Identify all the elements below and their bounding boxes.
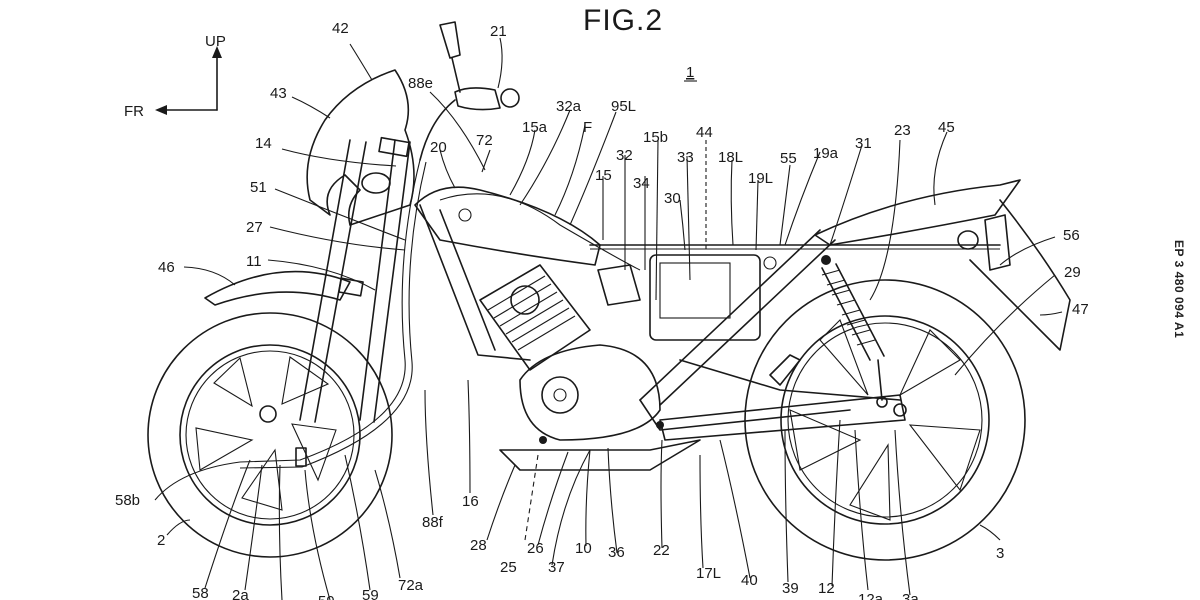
engine [479,264,701,471]
label-59: 59 [362,587,379,600]
label-46: 46 [158,259,175,276]
reference-labels: 42 21 43 88e 14 20 72 15a 32a F 95L 15b … [115,20,1089,600]
label-59-lower: 59 [318,593,335,600]
rear-wheel [744,279,1026,561]
tail-light [957,230,979,250]
label-12a: 12a [858,591,884,600]
label-29: 29 [1064,264,1081,281]
orientation-indicator: UP FR [124,33,226,120]
label-12: 12 [818,580,835,597]
front-rim [179,344,361,526]
front-tire [147,312,393,558]
label-44: 44 [696,124,713,141]
label-40: 40 [741,572,758,589]
cylinder-head [479,264,591,371]
label-33: 33 [677,149,694,166]
front-cowl [306,69,415,226]
label-17L: 17L [696,565,721,582]
carburetor [597,264,641,306]
figure-title: FIG.2 [583,4,663,37]
label-2: 2 [157,532,165,549]
label-15b: 15b [643,129,668,146]
label-3a: 3a [902,591,919,600]
swing-arm [659,394,906,441]
mirror [439,21,461,59]
label-3: 3 [996,545,1004,562]
label-27: 27 [246,219,263,236]
label-31: 31 [855,135,872,152]
publication-number: EP 3 480 094 A1 [1172,240,1186,339]
label-36: 36 [608,544,625,561]
label-88f: 88f [422,514,444,531]
label-45: 45 [938,119,955,136]
label-42: 42 [332,20,349,37]
label-34: 34 [633,175,650,192]
label-15a: 15a [522,119,548,136]
label-39: 39 [782,580,799,597]
label-11: 11 [246,253,262,270]
label-55: 55 [780,150,797,167]
grip-end [500,88,520,108]
rear-fender [969,199,1071,351]
label-2a: 2a [232,587,249,600]
label-47: 47 [1072,301,1089,318]
rear-shock [821,255,888,408]
label-18L: 18L [718,149,743,166]
headlight [361,172,391,194]
label-14: 14 [255,135,272,152]
label-23: 23 [894,122,911,139]
air-cleaner-box [649,254,761,341]
label-30: 30 [664,190,681,207]
rear-tire [744,279,1026,561]
label-58b: 58b [115,492,140,509]
label-28: 28 [470,537,487,554]
cable-front [239,159,421,463]
label-19L: 19L [748,170,773,187]
label-F: F [583,119,592,136]
label-95L: 95L [611,98,636,115]
up-label: UP [205,33,226,50]
front-fender [204,270,351,306]
label-32: 32 [616,147,633,164]
label-43: 43 [270,85,287,102]
rear-rim [780,315,990,525]
label-51: 51 [250,179,267,196]
seat-cowl [814,179,1021,246]
crankcase [519,344,661,441]
label-21: 21 [490,23,507,40]
front-arrow-icon [155,105,167,115]
leader-lines [154,37,1063,600]
clutch-cover [541,376,579,414]
label-20: 20 [430,139,447,156]
label-22: 22 [653,542,670,559]
underguard [499,439,701,471]
up-arrow-icon [212,46,222,58]
handlebar [419,21,520,161]
label-88e: 88e [408,75,433,92]
label-32a: 32a [556,98,582,115]
label-10: 10 [575,540,592,557]
label-25: 25 [500,559,517,576]
cable-clamp [295,447,307,467]
front-wheel [147,312,393,558]
label-37: 37 [548,559,565,576]
label-58: 58 [192,585,209,600]
reference-number: 1 [686,64,694,81]
front-axle [259,405,277,423]
front-label: FR [124,103,144,120]
label-26: 26 [527,540,544,557]
label-19a: 19a [813,145,839,162]
label-56: 56 [1063,227,1080,244]
label-16: 16 [462,493,479,510]
label-72: 72 [476,132,493,149]
label-15: 15 [595,167,612,184]
label-72a: 72a [398,577,424,594]
